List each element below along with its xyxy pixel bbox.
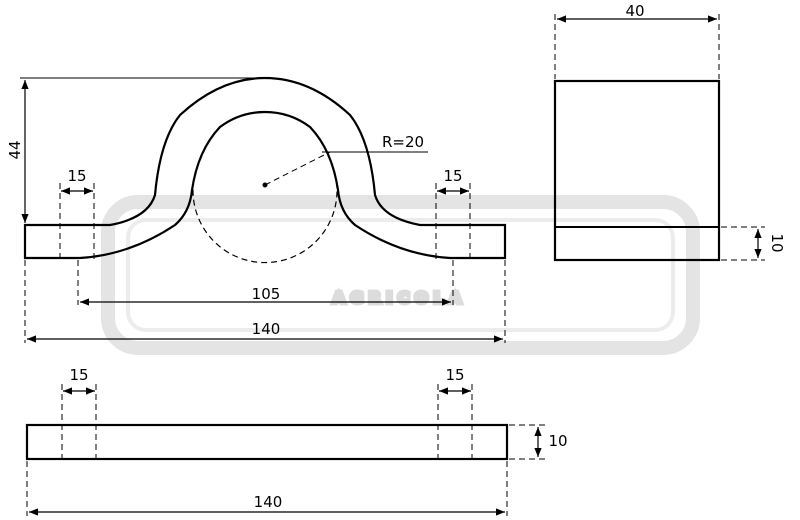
top-thickness-label: 10 [548, 432, 567, 450]
side-view-outline [553, 79, 721, 262]
top-overall-length-label: 140 [254, 493, 283, 511]
hidden-bore-arc [192, 169, 338, 264]
bore-center-point [262, 182, 268, 188]
watermark-badge-outer [101, 195, 700, 355]
side-thickness-label: 10 [768, 233, 786, 252]
hole-spacing-label: 105 [252, 285, 281, 303]
front-view-outline [23, 76, 507, 260]
top-hole-right-width-label: 15 [445, 366, 464, 384]
watermark: AGRICOLA [101, 195, 700, 355]
height-dim-label: 44 [6, 140, 24, 159]
side-width-label: 40 [625, 2, 644, 20]
radius-label: R=20 [382, 133, 424, 151]
watermark-text: AGRICOLA [333, 289, 467, 307]
hole-right-width-label: 15 [443, 167, 462, 185]
overall-length-label: 140 [252, 320, 281, 338]
top-view-outline [25, 423, 509, 461]
radius-leader [264, 151, 331, 186]
side-view [553, 14, 765, 262]
top-view [25, 384, 545, 516]
front-view [20, 76, 507, 343]
hole-left-width-label: 15 [67, 167, 86, 185]
top-hole-left-width-label: 15 [69, 366, 88, 384]
